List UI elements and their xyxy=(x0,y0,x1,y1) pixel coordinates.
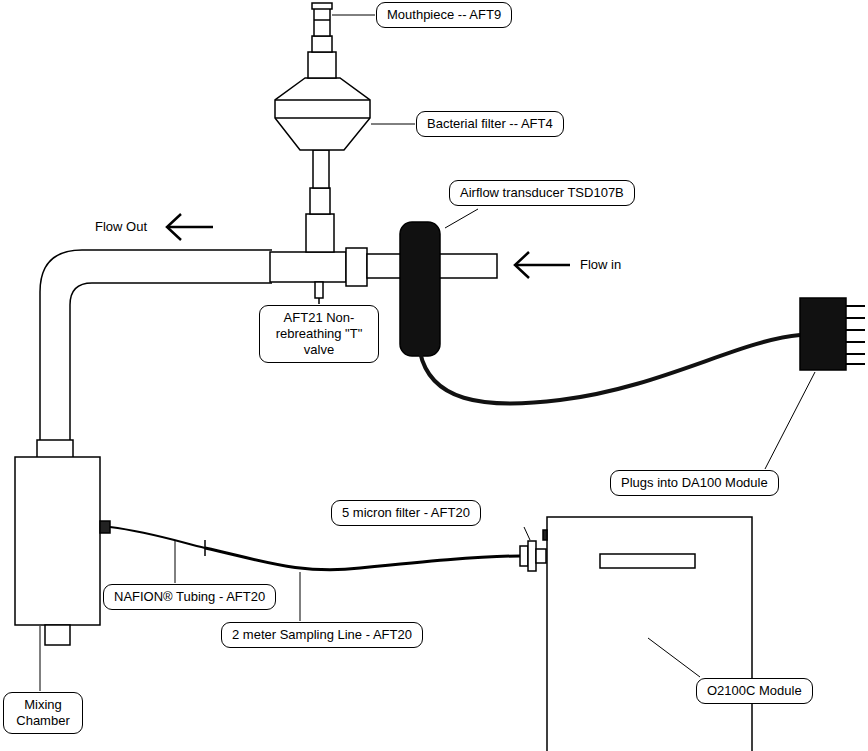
valve-nub xyxy=(315,282,323,298)
flow-label: Flow in xyxy=(580,257,621,273)
module-knob xyxy=(543,530,547,540)
leader-line xyxy=(40,626,41,691)
callout-box: 2 meter Sampling Line - AFT20 xyxy=(221,622,423,648)
flow-arrow xyxy=(516,264,570,267)
leader-line xyxy=(175,541,176,583)
filter-rim xyxy=(275,99,370,101)
leader-line xyxy=(765,372,815,469)
leader-line xyxy=(371,124,415,125)
callout-box: NAFION® Tubing - AFT20 xyxy=(103,584,276,610)
callout-box: O2100C Module xyxy=(696,678,813,704)
t-valve xyxy=(270,252,346,282)
connector-plug xyxy=(800,298,846,370)
valve-stem xyxy=(306,214,334,252)
micron-filter xyxy=(520,546,528,566)
transducer-cable xyxy=(420,335,800,404)
mouthpiece-ridge xyxy=(314,19,330,21)
callout-text: O2100C Module xyxy=(707,683,802,699)
flow-arrow xyxy=(167,214,181,240)
filter-rim xyxy=(275,117,370,119)
leader-line xyxy=(318,298,320,304)
o2-module xyxy=(547,517,752,751)
leader-line xyxy=(524,527,530,540)
filter-nozzle xyxy=(313,150,329,188)
leader-line xyxy=(332,15,375,16)
callout-text: Bacterial filter -- AFT4 xyxy=(427,116,553,132)
valve-stem xyxy=(310,188,330,214)
callout-text: AFT21 Non-rebreathing "T" valve xyxy=(270,310,368,358)
mouthpiece-base xyxy=(308,52,336,78)
micron-filter xyxy=(536,549,546,563)
leader-line xyxy=(648,638,700,677)
callout-text: Mixing Chamber xyxy=(14,697,72,729)
chamber-inlet xyxy=(37,440,73,458)
airflow-transducer xyxy=(400,222,440,356)
mouthpiece-rim xyxy=(312,3,332,9)
mixing-chamber xyxy=(15,457,100,625)
leader-line xyxy=(445,209,478,228)
callout-box: Mouthpiece -- AFT9 xyxy=(376,2,512,28)
flow-arrow xyxy=(168,226,213,229)
chamber-outlet xyxy=(45,625,70,645)
callout-box: 5 micron filter - AFT20 xyxy=(331,500,481,526)
sampling-line xyxy=(205,548,520,570)
callout-text: Mouthpiece -- AFT9 xyxy=(387,7,501,23)
outflow-tube xyxy=(70,283,272,442)
flow-arrow xyxy=(515,252,529,278)
callout-text: Plugs into DA100 Module xyxy=(621,475,768,491)
mouthpiece xyxy=(314,8,330,36)
callout-box: Mixing Chamber xyxy=(3,692,83,734)
callout-text: 2 meter Sampling Line - AFT20 xyxy=(232,627,412,643)
outflow-tube xyxy=(40,250,272,442)
callout-box: AFT21 Non-rebreathing "T" valve xyxy=(259,305,379,363)
callout-text: NAFION® Tubing - AFT20 xyxy=(114,589,265,605)
callout-box: Bacterial filter -- AFT4 xyxy=(416,111,564,137)
tube-collar xyxy=(346,248,367,286)
callout-box: Plugs into DA100 Module xyxy=(610,470,779,496)
callout-text: Airflow transducer TSD107B xyxy=(460,185,624,201)
leader-line xyxy=(300,572,301,621)
callout-box: Airflow transducer TSD107B xyxy=(449,180,635,206)
mouthpiece-neck xyxy=(312,36,332,52)
sampling-port xyxy=(100,521,110,533)
nafion-tubing xyxy=(110,527,205,548)
callout-text: 5 micron filter - AFT20 xyxy=(342,505,470,521)
module-display xyxy=(600,554,695,568)
bacterial-filter xyxy=(275,78,370,150)
micron-filter xyxy=(528,541,536,571)
flow-label: Flow Out xyxy=(95,219,147,235)
